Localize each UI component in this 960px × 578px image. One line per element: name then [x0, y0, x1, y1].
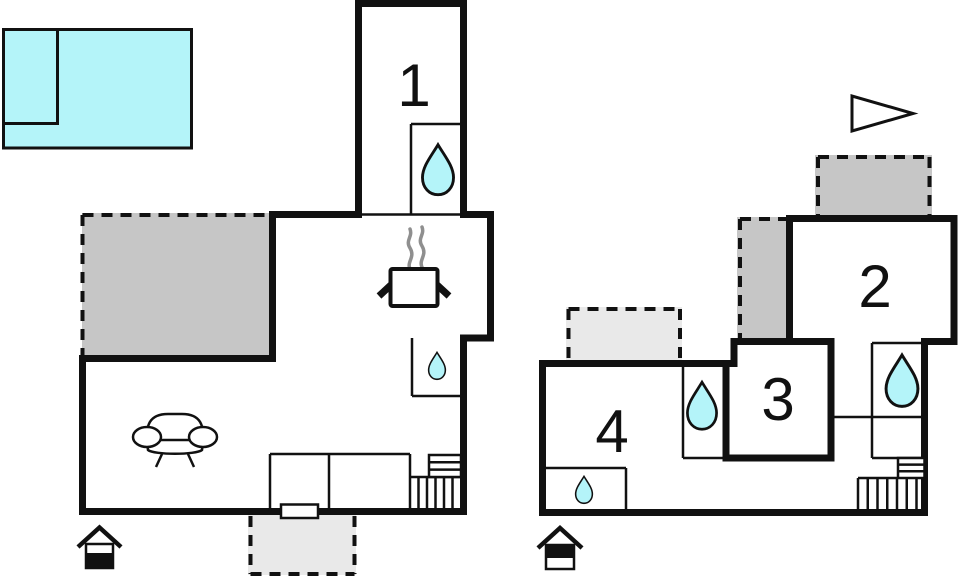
entrance-door [279, 503, 320, 520]
stairs-steps [417, 477, 454, 512]
pool-step-section [2, 28, 59, 125]
terrace-open-upper-dashed-edge [566, 307, 682, 362]
pot-body [388, 267, 440, 308]
terrace-side-dashed-edge [738, 217, 790, 341]
direction-arrow-icon [850, 94, 919, 133]
room4-bathroom-walls [681, 363, 726, 460]
sofa-icon [131, 412, 219, 468]
stairs-upper-landing [896, 456, 926, 480]
terrace-top [815, 155, 932, 219]
water-drop-icon [686, 379, 718, 431]
stairs-upper [856, 456, 926, 513]
terrace-open-fill [248, 515, 356, 575]
terrace-open-dashed-edge [248, 516, 357, 576]
water-drop-icon [884, 352, 920, 408]
house-filled-level [86, 553, 113, 568]
wc-upper-walls [542, 466, 628, 513]
house-outline-upper [539, 215, 958, 516]
terrace-open-upper [566, 307, 682, 364]
stairs-landing-steps [429, 461, 461, 471]
terrace-open [248, 515, 357, 576]
upper-floor-marker-icon [536, 524, 584, 571]
terrace-side [737, 217, 790, 341]
sofa-body [145, 412, 205, 455]
room-1-label: 1 [397, 52, 430, 119]
house-outline-ground [79, 0, 494, 515]
pool-basin [2, 28, 193, 150]
terrace-covered [80, 213, 271, 357]
water-drop-icon [427, 350, 447, 381]
water-drop-icon [421, 141, 455, 197]
terrace-top-fill [815, 155, 932, 219]
room1-bathroom-walls [409, 122, 464, 215]
stairs [410, 453, 463, 512]
terrace-covered-dashed-edge [80, 213, 268, 355]
sofa-arm-right [187, 425, 219, 449]
sofa-arm-left [131, 425, 163, 449]
upper-floor-plan: 2 3 4 [536, 94, 958, 571]
room-3-label: 3 [761, 366, 794, 433]
stairs-upper-steps [856, 478, 918, 513]
terrace-top-dashed-edge [816, 155, 932, 218]
house-roof [536, 524, 584, 550]
water-drop-icon [574, 474, 594, 505]
steam-icon [406, 225, 426, 273]
terrace-open-upper-fill [566, 307, 682, 364]
stove-pot-icon [376, 225, 452, 308]
stairs-upper-landing-steps [898, 463, 925, 473]
room-4-label: 4 [595, 398, 628, 465]
swimming-pool-icon [2, 28, 193, 150]
room3-walls [722, 338, 835, 462]
terrace-side-fill [737, 217, 790, 341]
ground-floor-plan: 1 [2, 0, 494, 576]
wc-walls [410, 338, 464, 398]
stairs-landing [427, 453, 463, 479]
ground-floor-marker-icon [76, 524, 123, 570]
house-roof [76, 524, 123, 549]
terrace-covered-fill [82, 213, 271, 357]
house-filled-level [546, 545, 574, 558]
utility-room-walls [268, 452, 412, 512]
room-2-label: 2 [858, 253, 891, 320]
sofa-legs [154, 453, 196, 468]
